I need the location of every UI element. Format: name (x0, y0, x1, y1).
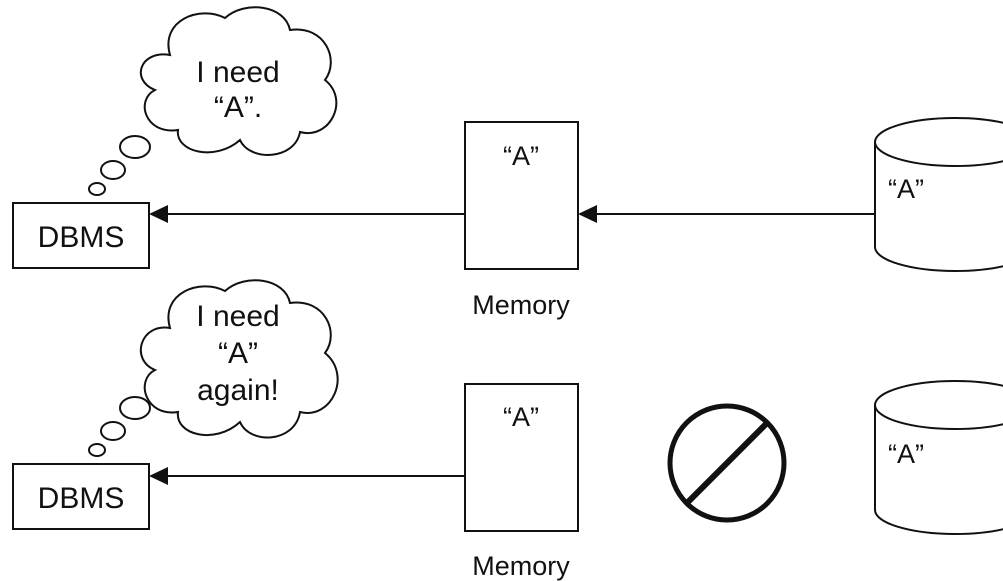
disk-cylinder: “A” (874, 380, 1003, 535)
thought-cloud: I need “A”. (88, 6, 338, 196)
scenario-first-request: I need “A”. DBMS “A” Memory “A” (12, 6, 1003, 320)
thought-cloud: I need “A” again! (88, 279, 339, 457)
thought-line-3: again! (197, 374, 279, 407)
dbms-box: DBMS (12, 202, 150, 269)
dbms-label: DBMS (38, 482, 125, 515)
arrow-disk-to-memory (578, 205, 875, 223)
memory-content: “A” (503, 141, 539, 171)
thought-line-1: I need (196, 56, 279, 89)
memory-box: “A” (464, 121, 579, 270)
disk-content: “A” (888, 439, 924, 469)
thought-line-2: “A” (218, 337, 258, 370)
dbms-box: DBMS (12, 463, 150, 530)
thought-line-1: I need (196, 300, 279, 333)
dbms-label: DBMS (38, 221, 125, 254)
disk-content: “A” (888, 174, 924, 204)
memory-content: “A” (503, 402, 539, 432)
arrow-memory-to-dbms (149, 467, 465, 485)
thought-line-2: “A”. (214, 91, 262, 124)
memory-caption: Memory (472, 551, 570, 581)
memory-box: “A” (464, 383, 579, 532)
arrow-memory-to-dbms (149, 205, 465, 223)
prohibited-icon (667, 403, 787, 523)
disk-cylinder: “A” (874, 117, 1003, 272)
scenario-repeat-request: I need “A” again! DBMS “A” Memory (12, 279, 1003, 581)
memory-caption: Memory (472, 290, 570, 320)
